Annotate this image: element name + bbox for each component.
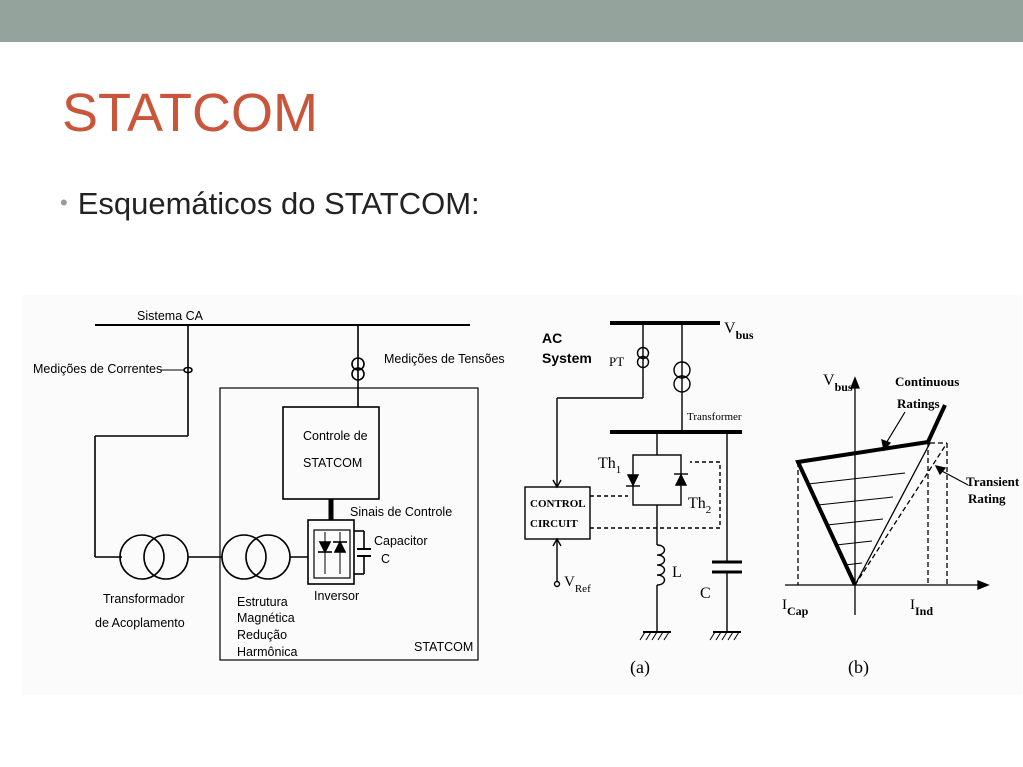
label-icap-sub: Cap (787, 604, 809, 618)
label-th2-sub: 2 (706, 504, 712, 516)
label-ratings: Ratings (897, 396, 940, 411)
label-vbus-b-v: V (823, 372, 835, 389)
label-vref-v: V (564, 574, 575, 590)
caption-b: (b) (848, 657, 869, 678)
main-transformer-coil1-icon (673, 361, 691, 379)
label-sistema-ca: Sistema CA (137, 309, 204, 323)
inductive-boundary (854, 442, 931, 586)
bullet-dot-icon: • (60, 190, 68, 215)
label-th2: Th2 (688, 495, 711, 516)
transient-leader (939, 469, 969, 486)
label-medicoes-tensoes: Medições de Tensões (384, 352, 505, 366)
label-sinais: Sinais de Controle (350, 505, 452, 519)
i-axis-arrow-icon (977, 580, 990, 590)
label-th1-sub: 1 (616, 464, 622, 476)
continuous-rating-curve (795, 404, 947, 586)
caption-a: (a) (630, 657, 650, 678)
continuous-leader (884, 411, 906, 446)
label-l: L (672, 564, 682, 581)
v-axis-arrow-icon (850, 376, 860, 389)
label-transformador-2: de Acoplamento (95, 616, 185, 630)
voltage-sensor-coil2-icon (351, 367, 365, 381)
main-transformer-coil2-icon (673, 375, 691, 393)
voltage-sensor-coil1-icon (351, 357, 365, 371)
label-th1-main: Th (598, 455, 616, 472)
label-vbus-a-sub: bus (736, 328, 754, 342)
label-vref-sub: Ref (575, 583, 591, 595)
middle-diagram (524, 321, 742, 641)
label-vref: VRef (564, 574, 591, 595)
label-capacitor-2: C (381, 552, 390, 566)
top-bar (0, 0, 1023, 42)
thyristor-th1-icon (626, 474, 640, 487)
label-icap-i: I (782, 597, 787, 613)
label-estrutura-4: Harmônica (237, 645, 297, 659)
pt-coil2-icon (636, 355, 650, 369)
label-capacitor-1: Capacitor (374, 534, 428, 548)
label-control: CONTROL (530, 498, 586, 510)
label-circuit: CIRCUIT (530, 518, 578, 530)
label-medicoes-correntes: Medições de Correntes (33, 362, 162, 376)
right-diagram (785, 376, 990, 615)
operating-region-hatch (807, 472, 906, 566)
label-rating: Rating (968, 491, 1006, 506)
gate-signal-th2 (590, 461, 721, 529)
bullet-text: Esquemáticos do STATCOM: (77, 186, 480, 221)
label-transient: Transient (966, 474, 1020, 489)
label-statcom: STATCOM (414, 640, 473, 654)
slide-title: STATCOM (62, 83, 318, 143)
transient-leader-arrow-icon (934, 465, 947, 476)
label-transformer: Transformer (687, 411, 742, 423)
pt-coil1-icon (636, 346, 650, 360)
label-continuous: Continuous (895, 374, 959, 389)
bullet-item: • Esquemáticos do STATCOM: (60, 186, 480, 222)
label-iind: IInd (910, 597, 933, 618)
label-transformador-1: Transformador (103, 592, 185, 606)
magnetic-structure-coil1-icon (221, 534, 267, 580)
label-iind-i: I (910, 597, 915, 613)
coupling-transformer-coil1-icon (119, 534, 165, 580)
label-vbus-a-v: V (724, 320, 736, 337)
inductor-icon (656, 544, 666, 586)
label-iind-sub: Ind (915, 604, 933, 618)
inverter-inner (313, 529, 351, 579)
label-c: C (700, 585, 711, 602)
figure-background (22, 295, 1022, 695)
statcom-enclosure (219, 387, 479, 661)
label-estrutura-3: Redução (237, 628, 287, 642)
right-diagram-labels: Vbus Continuous Ratings Transient Rating… (782, 372, 1020, 678)
label-th2-main: Th (688, 495, 706, 512)
label-estrutura-1: Estrutura (237, 595, 288, 609)
inverter-box (307, 519, 355, 585)
continuous-leader-arrow-icon (881, 438, 892, 452)
vref-terminal-icon (553, 580, 561, 588)
label-controle-2: STATCOM (303, 456, 362, 470)
label-pt: PT (609, 354, 624, 369)
label-vbus-b-sub: bus (835, 380, 853, 394)
transient-rating-line (854, 442, 948, 586)
label-controle-1: Controle de (303, 429, 368, 443)
ground-l-hatch (639, 631, 670, 641)
label-ac: AC (542, 330, 562, 346)
label-inversor: Inversor (314, 589, 359, 603)
left-diagram-labels: Sistema CA Medições de Correntes Mediçõe… (33, 309, 505, 659)
ground-c-hatch (709, 631, 740, 641)
label-system: System (542, 350, 592, 366)
label-th1: Th1 (598, 455, 621, 476)
vref-arrow-icon (552, 537, 562, 547)
label-vbus-b: Vbus (823, 372, 853, 394)
middle-diagram-labels: AC System Vbus PT Transformer Th1 Th2 CO… (530, 320, 754, 678)
thyristor-th2-icon (674, 473, 688, 486)
label-icap: ICap (782, 597, 809, 618)
left-diagram (94, 324, 479, 661)
label-vbus-a: Vbus (724, 320, 754, 342)
label-estrutura-2: Magnética (237, 611, 295, 625)
